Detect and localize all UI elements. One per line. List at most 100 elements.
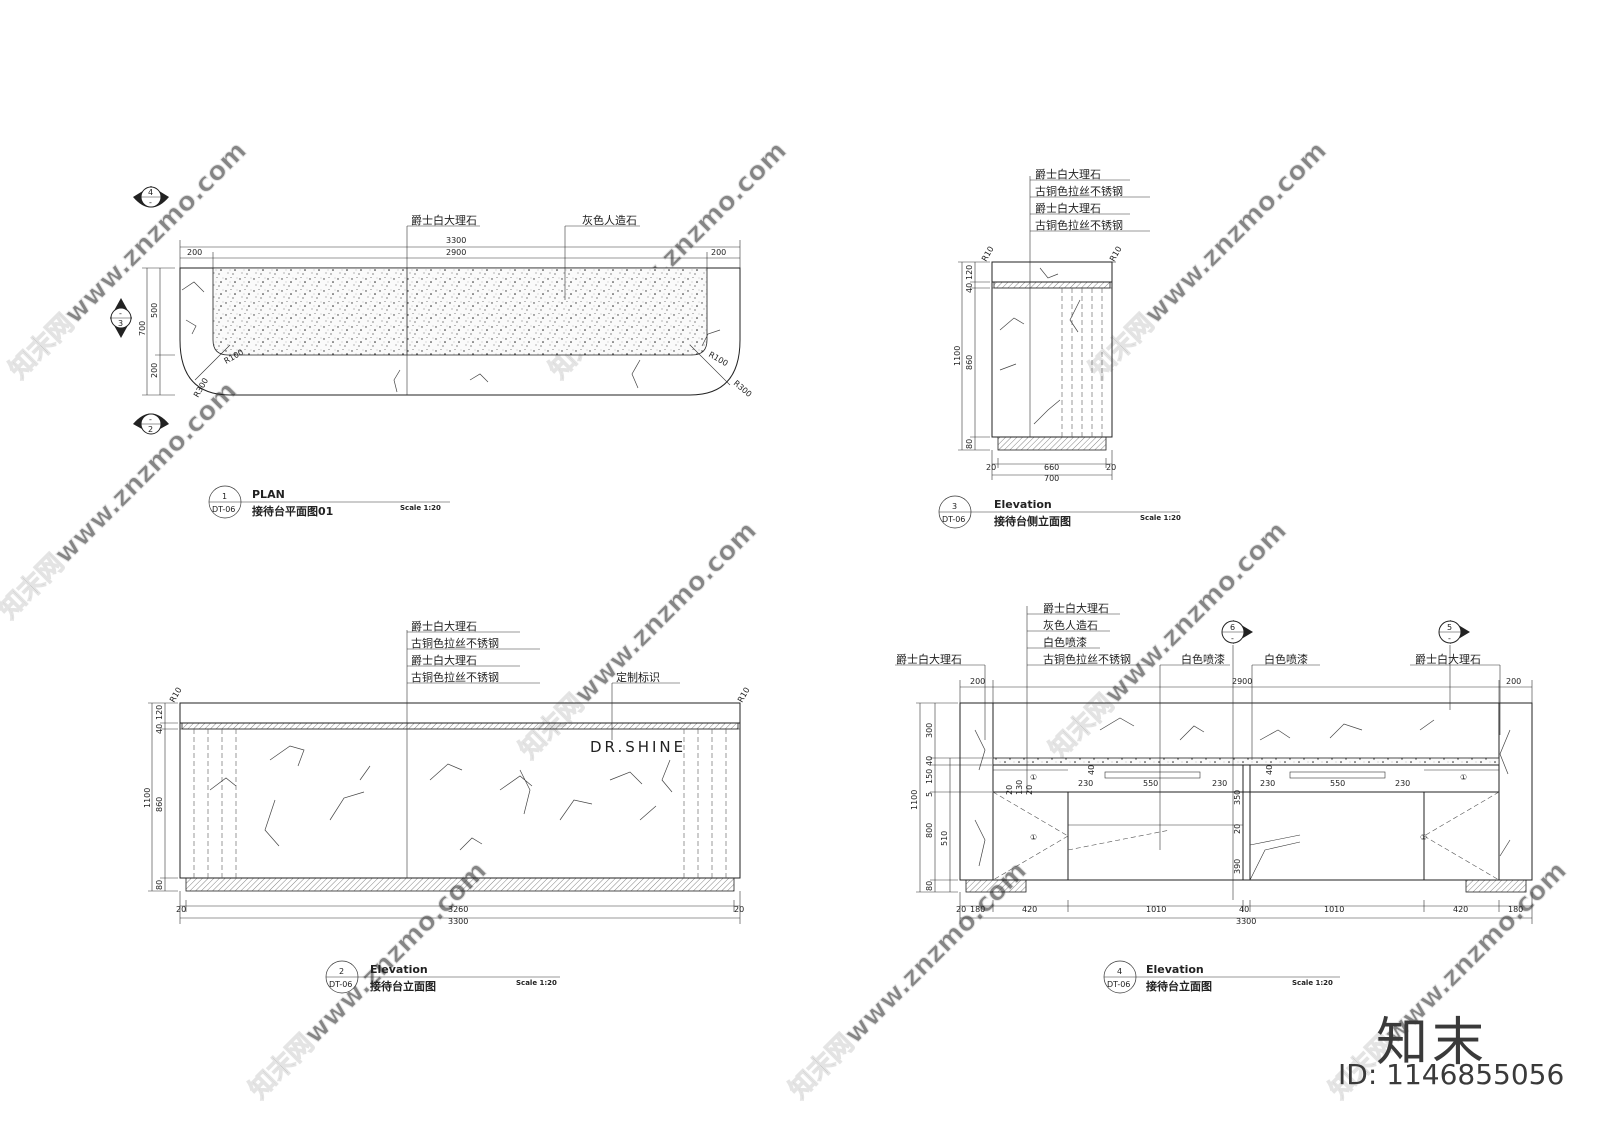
back-dim-130: 130: [1015, 780, 1024, 795]
back-label-4: 古铜色拉丝不锈钢: [1043, 652, 1131, 666]
side-r10-right: R10: [1108, 245, 1124, 263]
front-label-custom-sign: 定制标识: [616, 670, 660, 684]
side-scale: Scale 1:20: [1140, 514, 1181, 522]
marker-6-top: 6: [1230, 623, 1235, 632]
plan-drawing-number: 1: [222, 492, 227, 501]
marker-4-bottom: -: [149, 198, 152, 207]
back-dim-510: 510: [940, 831, 949, 846]
watermark: 知末网www.znzmo.com: [1084, 136, 1333, 385]
front-dim-1100: 1100: [143, 788, 152, 808]
back-dim-40-inner-b: 40: [1265, 765, 1274, 775]
front-drawing-number: 2: [339, 967, 344, 976]
back-label-white-paint-2: 白色喷漆: [1264, 652, 1308, 666]
front-dim-120: 120: [155, 705, 164, 720]
front-dim-860: 860: [155, 797, 164, 812]
dim-200-right: 200: [711, 248, 726, 257]
side-label-4: 古铜色拉丝不锈钢: [1035, 218, 1123, 232]
front-dim-80: 80: [155, 880, 164, 890]
marker-5-bottom: -: [1448, 634, 1451, 643]
back-elev-dimensions: 200 2900 200 1100 300 40 150 5 800 510 8…: [910, 677, 1533, 926]
radius-r300-right: R300: [732, 379, 754, 399]
front-label-2: 古铜色拉丝不锈钢: [411, 636, 499, 650]
front-elev-title-block: 2 DT-06 Elevation 接待台立面图 Scale 1:20: [325, 960, 560, 994]
plan-section-marker-4: 4 -: [133, 186, 169, 208]
side-elevation-drawing: R10 R10 1100 120 40 860 80 20 660 20 700: [938, 167, 1181, 529]
plan-label-jazz-white-marble: 爵士白大理石: [411, 213, 477, 227]
dim-500: 500: [150, 303, 159, 318]
drawer-mark-4: ①: [1420, 833, 1427, 842]
side-dim-20-left: 20: [986, 463, 996, 472]
front-r10-right: R10: [736, 686, 752, 704]
back-dim-top-200-left: 200: [970, 677, 985, 686]
plan-scale: Scale 1:20: [400, 504, 441, 512]
back-dim-20-inner: 20: [1233, 824, 1242, 834]
side-dim-20-right: 20: [1106, 463, 1116, 472]
front-sheet-number: DT-06: [329, 980, 352, 989]
side-label-2: 古铜色拉丝不锈钢: [1035, 184, 1123, 198]
front-dim-20-right: 20: [734, 905, 744, 914]
back-title-en: Elevation: [1146, 963, 1204, 976]
side-dim-40: 40: [965, 283, 974, 293]
back-dim-40-inner: 40: [1087, 765, 1096, 775]
marker-3-bottom: 3: [118, 319, 123, 328]
back-dim-420-right: 420: [1453, 905, 1468, 914]
side-title-en: Elevation: [994, 498, 1052, 511]
back-dim-80: 80: [925, 881, 934, 891]
front-scale: Scale 1:20: [516, 979, 557, 987]
back-drawing-number: 4: [1117, 967, 1122, 976]
back-label-left-marble: 爵士白大理石: [896, 652, 962, 666]
back-dim-300: 300: [925, 723, 934, 738]
back-dim-40-bottom: 40: [1239, 905, 1249, 914]
plan-section-marker-3: - 3: [110, 298, 132, 338]
side-drawing-number: 3: [952, 502, 957, 511]
front-label-4: 古铜色拉丝不锈钢: [411, 670, 499, 684]
back-elevation-drawing: ① ① ① ① 200 2900 200 1100 300 40: [895, 601, 1533, 994]
drawer-mark-1: ①: [1030, 773, 1037, 782]
dim-200-left: 200: [187, 248, 202, 257]
side-label-1: 爵士白大理石: [1035, 167, 1101, 181]
side-dim-80: 80: [965, 439, 974, 449]
back-dim-420-left: 420: [1022, 905, 1037, 914]
side-label-3: 爵士白大理石: [1035, 201, 1101, 215]
marker-3-top: -: [119, 309, 122, 318]
marker-2-bottom: 2: [148, 425, 153, 434]
front-elev-dimensions: R10 R10 1100 120 40 860 80 20 3260 20 33…: [143, 686, 752, 926]
back-dim-20: 20: [1005, 785, 1014, 795]
front-title-cn: 接待台立面图: [370, 979, 436, 993]
back-label-3: 白色喷漆: [1043, 635, 1087, 649]
back-dim-230-a: 230: [1078, 779, 1093, 788]
front-label-1: 爵士白大理石: [411, 619, 477, 633]
back-elev-title-block: 4 DT-06 Elevation 接待台立面图 Scale 1:20: [1103, 960, 1340, 994]
brand-logo: 知末: [1376, 1013, 1489, 1073]
side-elev-title-block: 3 DT-06 Elevation 接待台侧立面图 Scale 1:20: [938, 495, 1181, 529]
plan-title-block: 1 DT-06 PLAN 接待台平面图01 Scale 1:20: [208, 485, 450, 519]
marker-5-top: 5: [1447, 623, 1452, 632]
plan-label-grey-artificial-stone: 灰色人造石: [582, 213, 637, 227]
back-dim-top-200-right: 200: [1506, 677, 1521, 686]
side-title-cn: 接待台侧立面图: [994, 514, 1071, 528]
back-dim-40: 40: [925, 756, 934, 766]
back-dim-550-b: 550: [1330, 779, 1345, 788]
front-dim-3260: 3260: [448, 905, 468, 914]
back-title-cn: 接待台立面图: [1146, 979, 1212, 993]
back-dim-1100: 1100: [910, 790, 919, 810]
front-dim-20-left: 20: [176, 905, 186, 914]
dim-2900: 2900: [446, 248, 466, 257]
back-dim-800: 800: [925, 823, 934, 838]
side-r10-left: R10: [980, 245, 996, 263]
plan-title-en: PLAN: [252, 488, 285, 501]
dim-200-depth: 200: [150, 363, 159, 378]
back-dim-230-d: 230: [1395, 779, 1410, 788]
back-dim-1010-left: 1010: [1146, 905, 1166, 914]
watermark: 知末网www.znzmo.com: [784, 856, 1033, 1105]
back-label-1: 爵士白大理石: [1043, 601, 1109, 615]
back-dim-5: 5: [925, 792, 934, 797]
drawer-mark-3: ①: [1460, 773, 1467, 782]
back-section-marker-5: 5 -: [1438, 620, 1470, 710]
front-title-en: Elevation: [370, 963, 428, 976]
dim-3300: 3300: [446, 236, 466, 245]
back-dim-top-2900: 2900: [1232, 677, 1252, 686]
back-dim-20b: 20: [1025, 785, 1034, 795]
side-dim-700: 700: [1044, 474, 1059, 483]
marker-2-top: -: [149, 415, 152, 424]
